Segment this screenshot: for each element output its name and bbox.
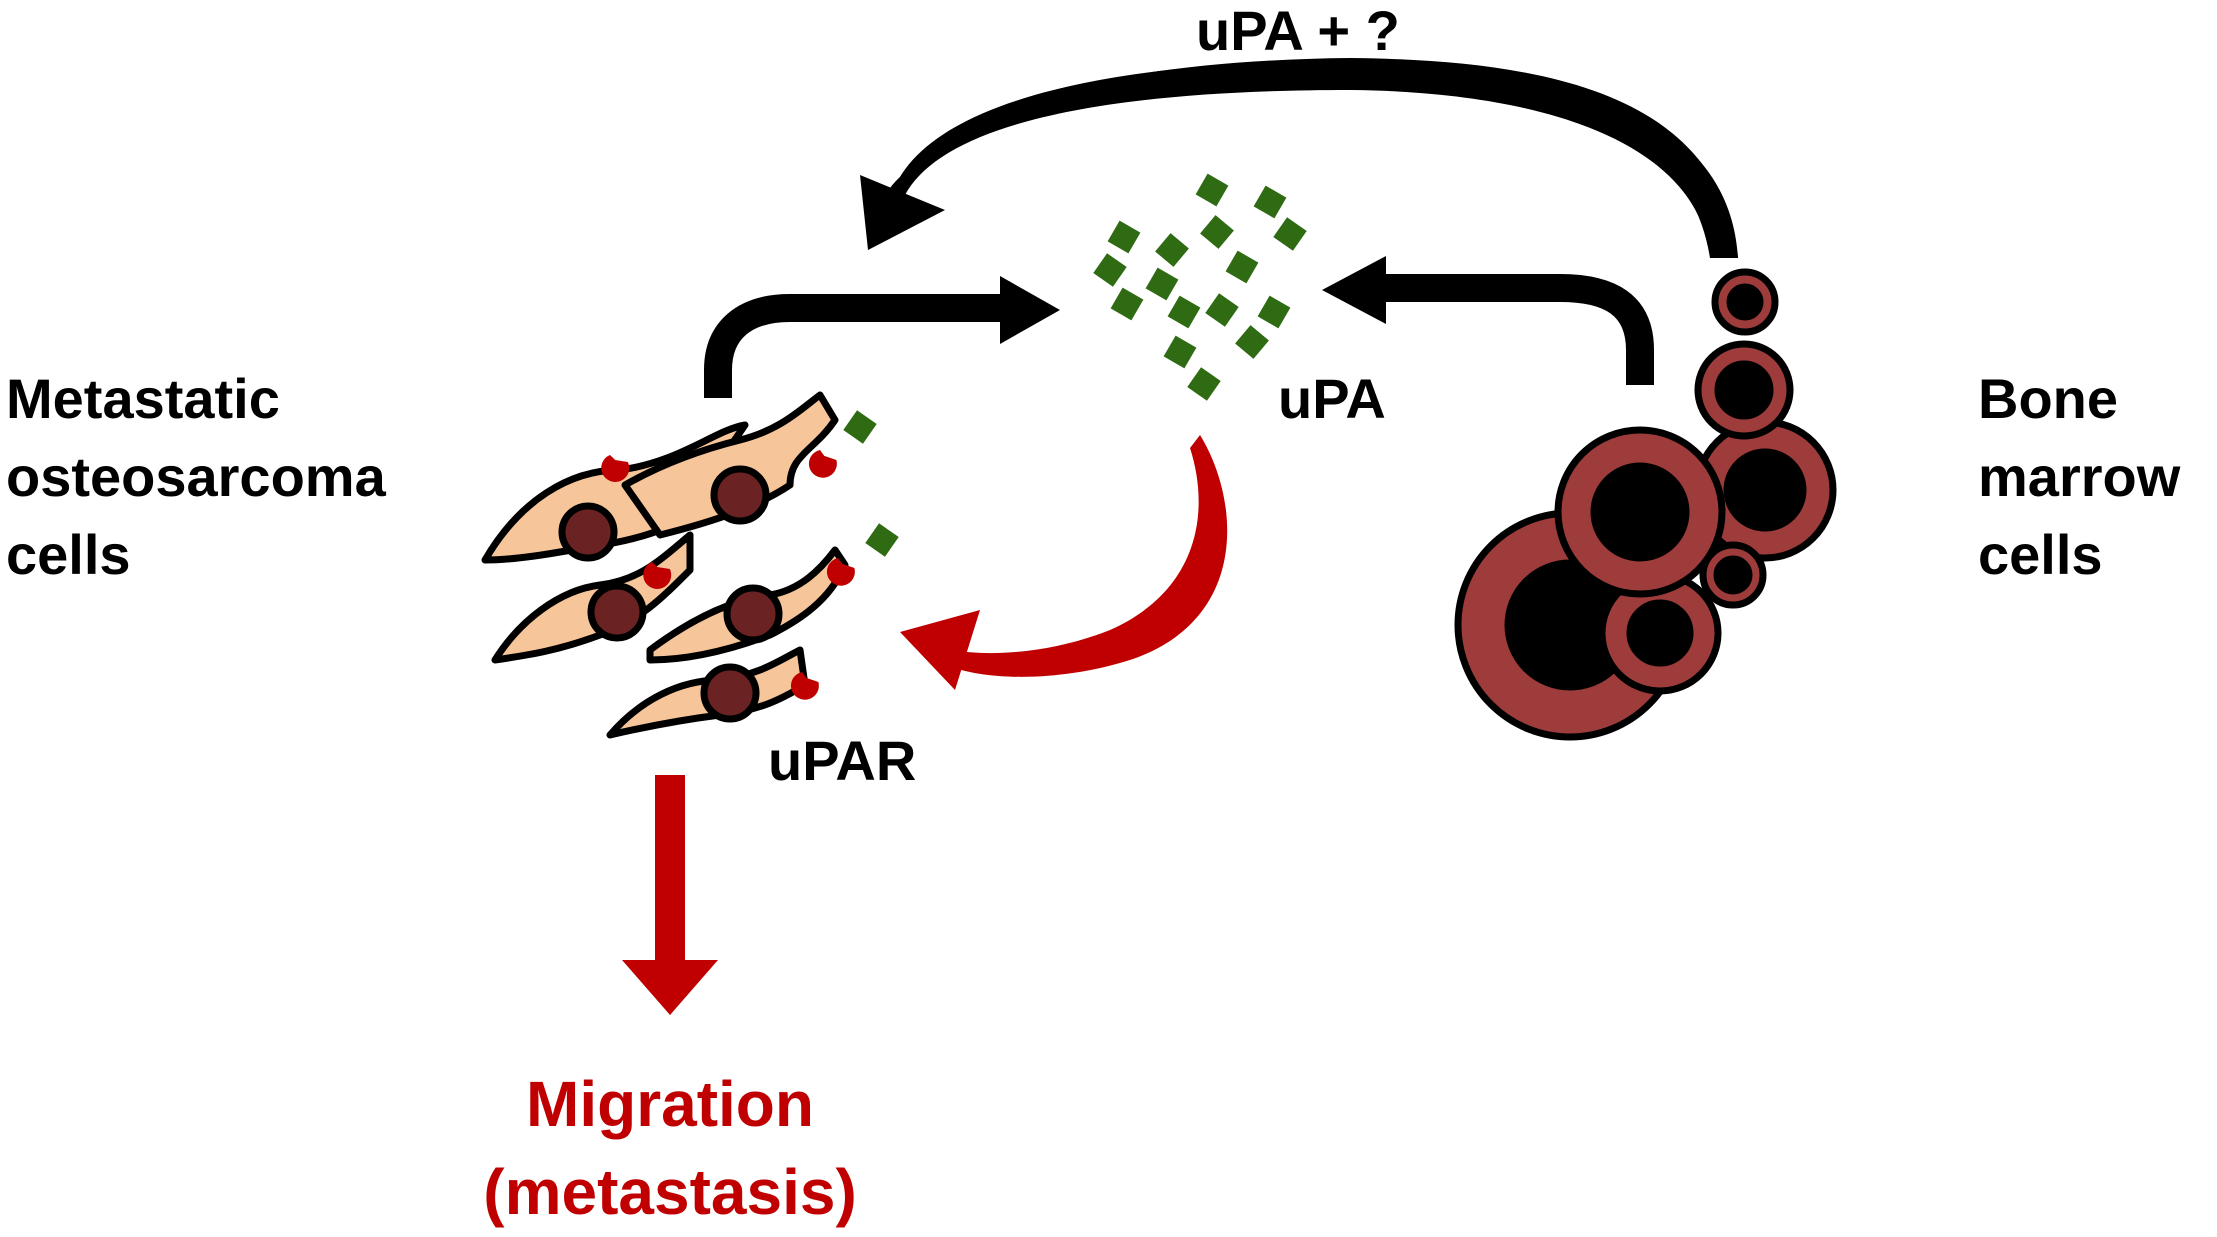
marrow-to-upa-arrow xyxy=(1322,256,1654,385)
osteosarcoma-to-upa-arrow xyxy=(704,276,1060,398)
osteosarcoma-label: Metastatic osteosarcoma cells xyxy=(6,360,386,594)
bone-marrow-label-line: marrow xyxy=(1978,445,2181,508)
osteosarcoma-label-line: Metastatic xyxy=(6,367,280,430)
upar-receptor xyxy=(643,562,672,589)
upar-receptor xyxy=(601,455,630,482)
migration-label-line: (metastasis) xyxy=(483,1156,857,1228)
cell-nucleus xyxy=(587,582,647,642)
upar-label: uPAR xyxy=(768,729,917,792)
osteosarcoma-label-line: cells xyxy=(6,523,131,586)
migration-label: Migration (metastasis) xyxy=(450,1060,890,1236)
upar-receptor xyxy=(826,558,855,586)
upar-receptor xyxy=(790,672,819,700)
top-arrow-label: uPA + ? xyxy=(1196,0,1400,62)
upa-molecule-cluster xyxy=(1093,173,1307,401)
cell-nucleus xyxy=(700,663,760,723)
bone-marrow-label-line: Bone xyxy=(1978,367,2118,430)
upar-receptors xyxy=(601,450,855,700)
migration-arrow xyxy=(622,775,718,1015)
upar-receptor xyxy=(808,450,837,478)
bound-upa-molecules xyxy=(843,410,899,557)
cell-nucleus xyxy=(558,502,618,562)
bone-marrow-label: Bone marrow cells xyxy=(1978,360,2180,594)
osteosarcoma-cell-cluster xyxy=(481,391,849,739)
upa-label: uPA xyxy=(1278,367,1386,430)
cell-nucleus xyxy=(710,465,770,525)
osteosarcoma-label-line: osteosarcoma xyxy=(6,445,386,508)
upa-to-upar-arrow xyxy=(900,435,1228,690)
top-feedback-arrow xyxy=(860,58,1738,258)
cell-nucleus xyxy=(723,584,783,644)
migration-label-line: Migration xyxy=(526,1068,814,1140)
bone-marrow-label-line: cells xyxy=(1978,523,2103,586)
bone-marrow-cell-cluster xyxy=(1454,268,1837,741)
